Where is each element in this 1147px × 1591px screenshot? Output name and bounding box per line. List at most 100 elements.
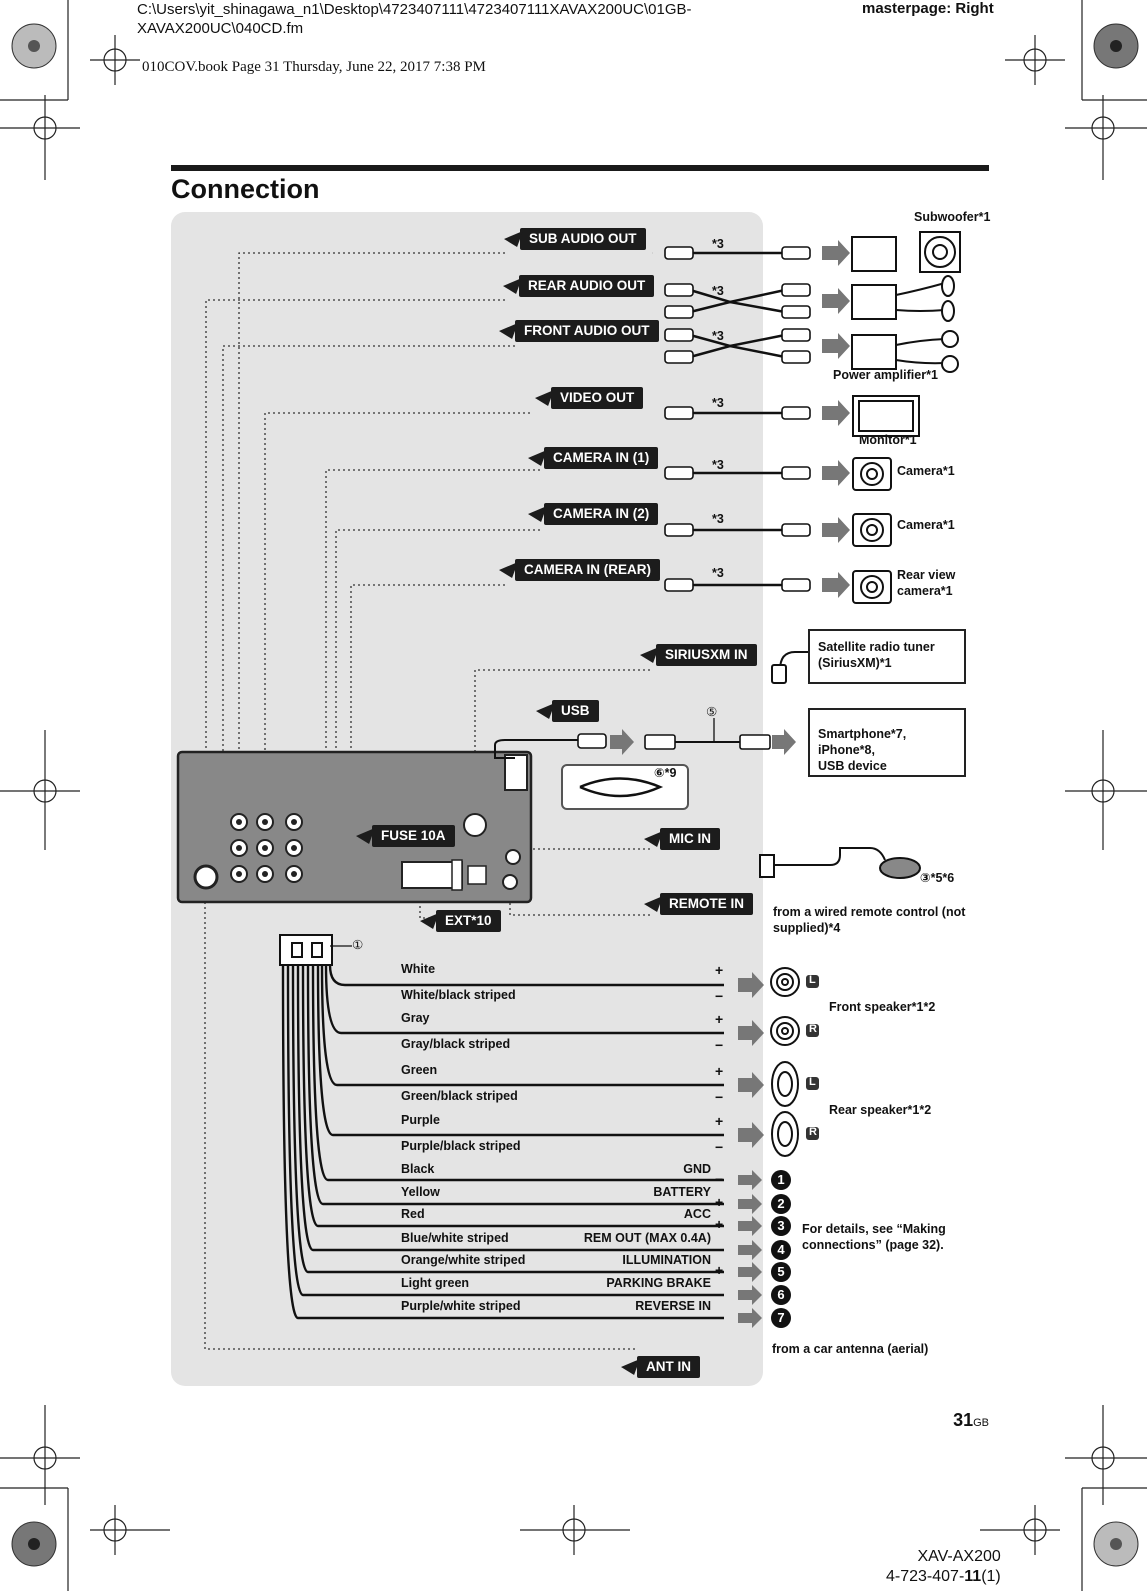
monitor-label: Monitor*1 [859,433,917,447]
polarity-plus: + [715,1262,724,1278]
terminal-number: 1 [771,1170,791,1190]
cable-note: *3 [712,284,724,298]
polarity-plus: + [715,1011,724,1027]
rear-camera-label-1: Rear view [897,568,956,582]
wire-function: ACC [683,1207,711,1221]
terminal-number: 7 [771,1308,791,1328]
wire-label: Gray [401,1011,430,1025]
side-left-marker: L [809,1076,816,1088]
wire-function: REM OUT (MAX 0.4A) [583,1231,711,1245]
cable-note: *3 [712,237,724,251]
code-bold: 11 [964,1568,982,1585]
terminal-number: 3 [771,1216,791,1236]
book-info-line: 010COV.book Page 31 Thursday, June 22, 2… [142,59,486,75]
tag-ext: EXT*10 [436,910,501,932]
polarity-plus: + [715,1063,724,1079]
title-rule [171,165,989,171]
wire-label: Purple [401,1113,440,1127]
cable-note: *3 [712,566,724,580]
page-number-suffix: GB [973,1417,989,1429]
rear-speaker-label: Rear speaker*1*2 [829,1103,932,1117]
harness-number: ① [352,938,364,952]
camera-2-label: Camera*1 [897,518,955,532]
wire-label: White [401,962,436,976]
wire-label: Orange/white striped [401,1253,526,1267]
polarity-minus: − [715,1089,724,1105]
wire-label: Yellow [401,1185,440,1199]
wire-label: Purple/black striped [401,1139,521,1153]
tag-ant-in: ANT IN [637,1356,700,1378]
page-number-value: 31 [953,1410,974,1430]
tag-fuse: FUSE 10A [372,825,455,847]
rear-camera-label-2: camera*1 [897,584,953,598]
head-unit [176,750,533,904]
satellite-tuner-box: Satellite radio tuner (SiriusXM)*1 [808,629,966,684]
model-name: XAV-AX200 [917,1548,1001,1565]
usb-cable-5-label: ⑤ [706,705,718,719]
polarity-plus: + [715,1194,724,1210]
page-title: Connection [171,174,320,204]
polarity-minus: − [715,1171,724,1187]
wire-label: Gray/black striped [401,1037,511,1051]
wire-label: Blue/white striped [401,1231,509,1245]
satellite-line-1: Satellite radio tuner [818,640,935,654]
power-amp-label: Power amplifier*1 [833,368,938,382]
tag-usb: USB [552,700,599,722]
wire-function: REVERSE IN [635,1299,711,1313]
code-suffix: (1) [981,1568,1001,1585]
cable-note: *3 [712,329,724,343]
wire-label: Red [401,1207,425,1221]
tag-siriusxm-in: SIRIUSXM IN [656,644,757,666]
model-code: 4-723-407-11(1) [886,1567,1001,1587]
tag-video-out: VIDEO OUT [551,387,644,409]
satellite-line-2: (SiriusXM)*1 [818,656,892,670]
terminal-number: 6 [771,1285,791,1305]
polarity-minus: − [715,988,724,1004]
tag-camera-in-1: CAMERA IN (1) [544,447,659,469]
wire-label: Green [401,1063,438,1077]
wire-label: Purple/white striped [401,1299,521,1313]
wire-function: PARKING BRAKE [606,1276,711,1290]
details-line-2: connections” (page 32). [802,1238,944,1252]
page-number: 31GB [953,1410,989,1431]
antenna-label: from a car antenna (aerial) [772,1342,929,1356]
wire-function: ILLUMINATION [622,1253,711,1267]
model-info: XAV-AX200 4-723-407-11(1) [886,1547,1001,1587]
masterpage-label: masterpage: Right [862,0,994,17]
cable-note: *3 [712,396,724,410]
polarity-minus: − [715,1139,724,1155]
side-left-marker: L [809,974,816,986]
tag-mic-in: MIC IN [660,828,720,850]
terminal-number: 4 [771,1240,791,1260]
tag-sub-audio-out: SUB AUDIO OUT [520,228,646,250]
polarity-minus: − [715,1037,724,1053]
remote-label-1: from a wired remote control (not [773,905,966,919]
smartphone-line-1: Smartphone*7, iPhone*8, [818,727,907,757]
details-line-1: For details, see “Making [802,1222,946,1236]
tag-rear-audio-out: REAR AUDIO OUT [519,275,655,297]
subwoofer-label: Subwoofer*1 [914,210,991,224]
smartphone-line-2: USB device [818,759,887,773]
cable-note: *3 [712,458,724,472]
remote-label-2: supplied)*4 [773,921,841,935]
polarity-plus: + [715,962,724,978]
wire-label: White/black striped [401,988,516,1002]
cable-note: *3 [712,512,724,526]
usb-cable-6-label: ⑥*9 [654,766,677,780]
mic-note: ③*5*6 [920,871,955,885]
polarity-plus: + [715,1113,724,1129]
tag-camera-in-rear: CAMERA IN (REAR) [515,559,660,581]
tag-front-audio-out: FRONT AUDIO OUT [515,320,659,342]
terminal-number: 2 [771,1194,791,1214]
code-prefix: 4-723-407- [886,1568,965,1585]
camera-1-label: Camera*1 [897,464,955,478]
smartphone-box: Smartphone*7, iPhone*8, USB device [808,708,966,777]
wire-label: Green/black striped [401,1089,518,1103]
tag-camera-in-2: CAMERA IN (2) [544,503,659,525]
tag-remote-in: REMOTE IN [660,893,754,915]
wire-function: BATTERY [653,1185,711,1199]
terminal-number: 5 [771,1262,791,1282]
side-right-marker: R [809,1126,817,1138]
